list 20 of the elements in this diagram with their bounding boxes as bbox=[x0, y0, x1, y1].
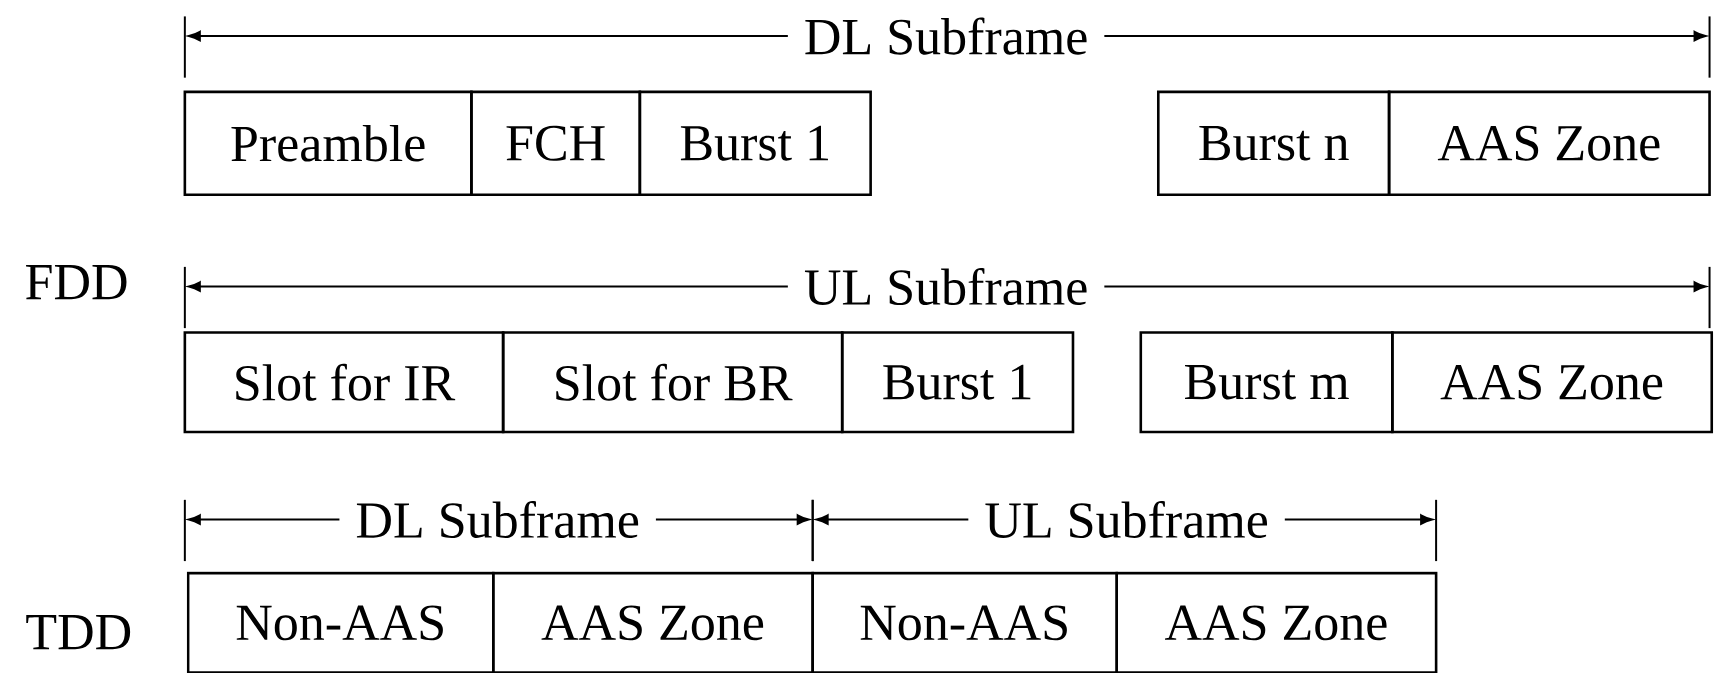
dimension-label: UL Subframe bbox=[968, 498, 1285, 541]
frame-cell: Burst n bbox=[1157, 90, 1391, 196]
frame-cell: Non-AAS bbox=[811, 571, 1119, 673]
frame-cell: AAS Zone bbox=[1391, 331, 1714, 434]
frame-cell: Burst 1 bbox=[840, 331, 1075, 434]
frame-cell: Preamble bbox=[183, 90, 473, 196]
frame-cell: AAS Zone bbox=[492, 571, 814, 673]
row-label: TDD bbox=[26, 615, 131, 650]
frame-cell: FCH bbox=[470, 90, 642, 196]
dimension-label: DL Subframe bbox=[339, 498, 656, 541]
frame-cell: Burst 1 bbox=[638, 90, 872, 196]
frame-cell: Burst m bbox=[1139, 331, 1394, 434]
frame-cell: Slot for IR bbox=[183, 331, 505, 434]
dimension-label: UL Subframe bbox=[787, 266, 1105, 308]
frame-cell: AAS Zone bbox=[1115, 571, 1438, 673]
frame-cell: Slot for BR bbox=[501, 331, 844, 434]
frame-cell: Non-AAS bbox=[186, 571, 495, 673]
row-label: FDD bbox=[26, 265, 127, 300]
frame-cell: AAS Zone bbox=[1387, 90, 1711, 196]
dimension-label: DL Subframe bbox=[787, 15, 1105, 57]
